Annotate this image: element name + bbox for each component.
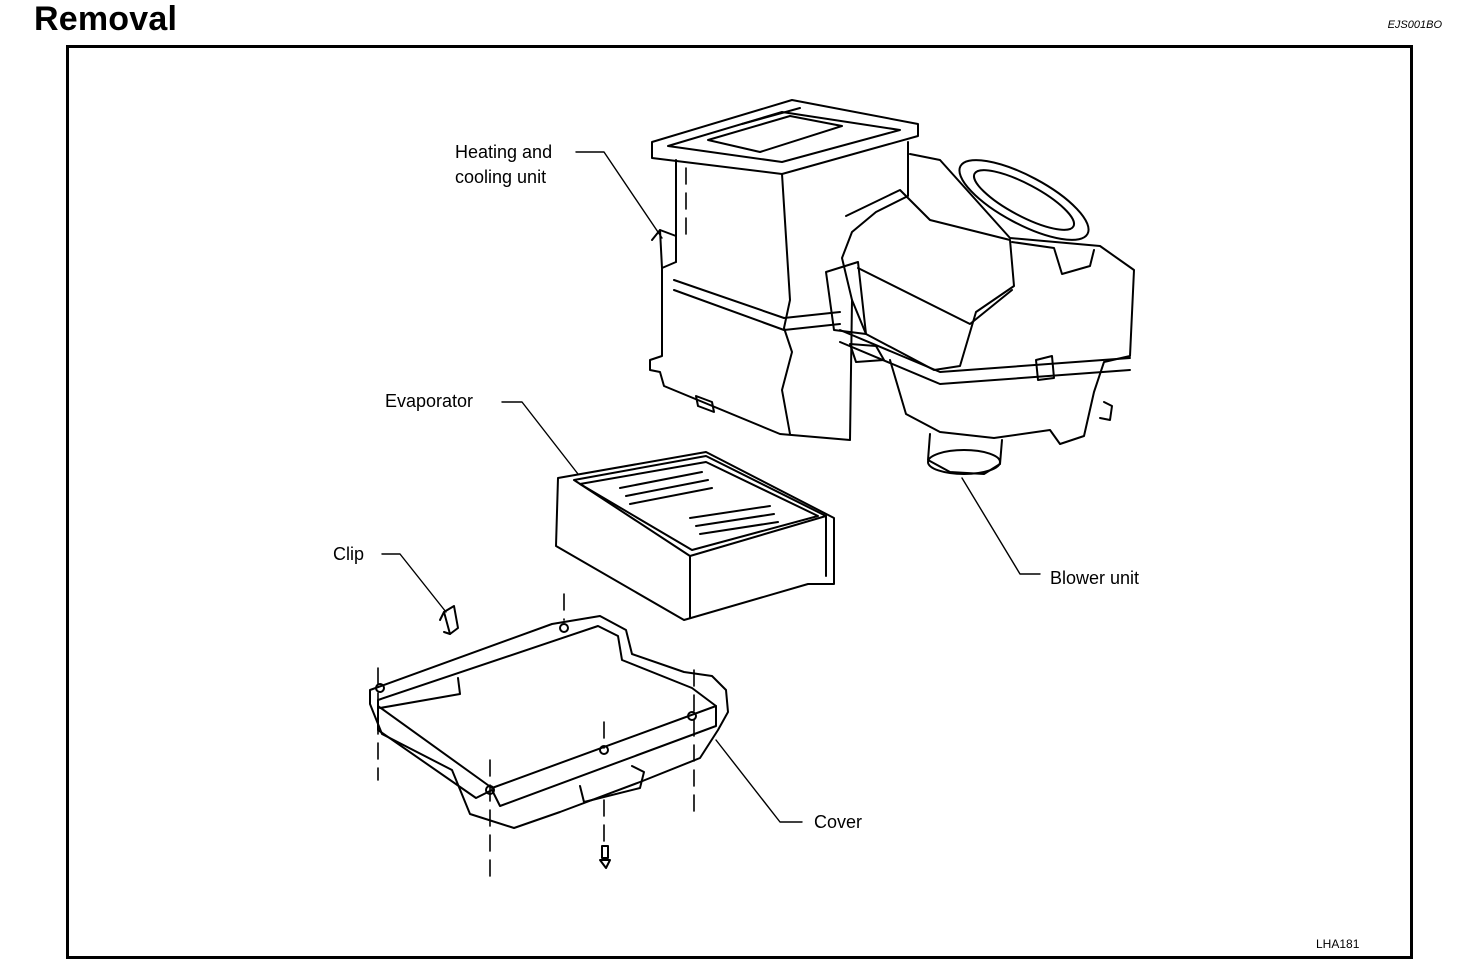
label-heating-cooling-line1: Heating and: [455, 142, 553, 162]
heating-cooling-unit-drawing: [649, 99, 919, 441]
document-code: EJS001BO: [1387, 19, 1442, 31]
label-heating-cooling-line2: cooling unit: [455, 167, 547, 187]
leader-heating-cooling: [575, 151, 663, 239]
label-cover: Cover: [814, 812, 863, 832]
blower-unit-drawing: [825, 153, 1135, 475]
alignment-lines: [377, 167, 695, 881]
label-evaporator: Evaporator: [385, 391, 474, 411]
leader-evaporator: [501, 401, 579, 475]
evaporator-drawing: [555, 451, 835, 621]
figure-id: LHA181: [1316, 937, 1360, 951]
page-title: Removal: [34, 0, 178, 38]
label-clip: Clip: [333, 544, 365, 564]
leader-clip: [381, 553, 447, 613]
leader-blower: [961, 477, 1041, 575]
leader-lines: [381, 151, 1041, 823]
cover-drawing: [369, 615, 729, 869]
figure-frame: [66, 45, 1413, 959]
label-blower-unit: Blower unit: [1050, 568, 1140, 588]
clip-drawing: [439, 605, 459, 635]
leader-cover: [715, 739, 803, 823]
